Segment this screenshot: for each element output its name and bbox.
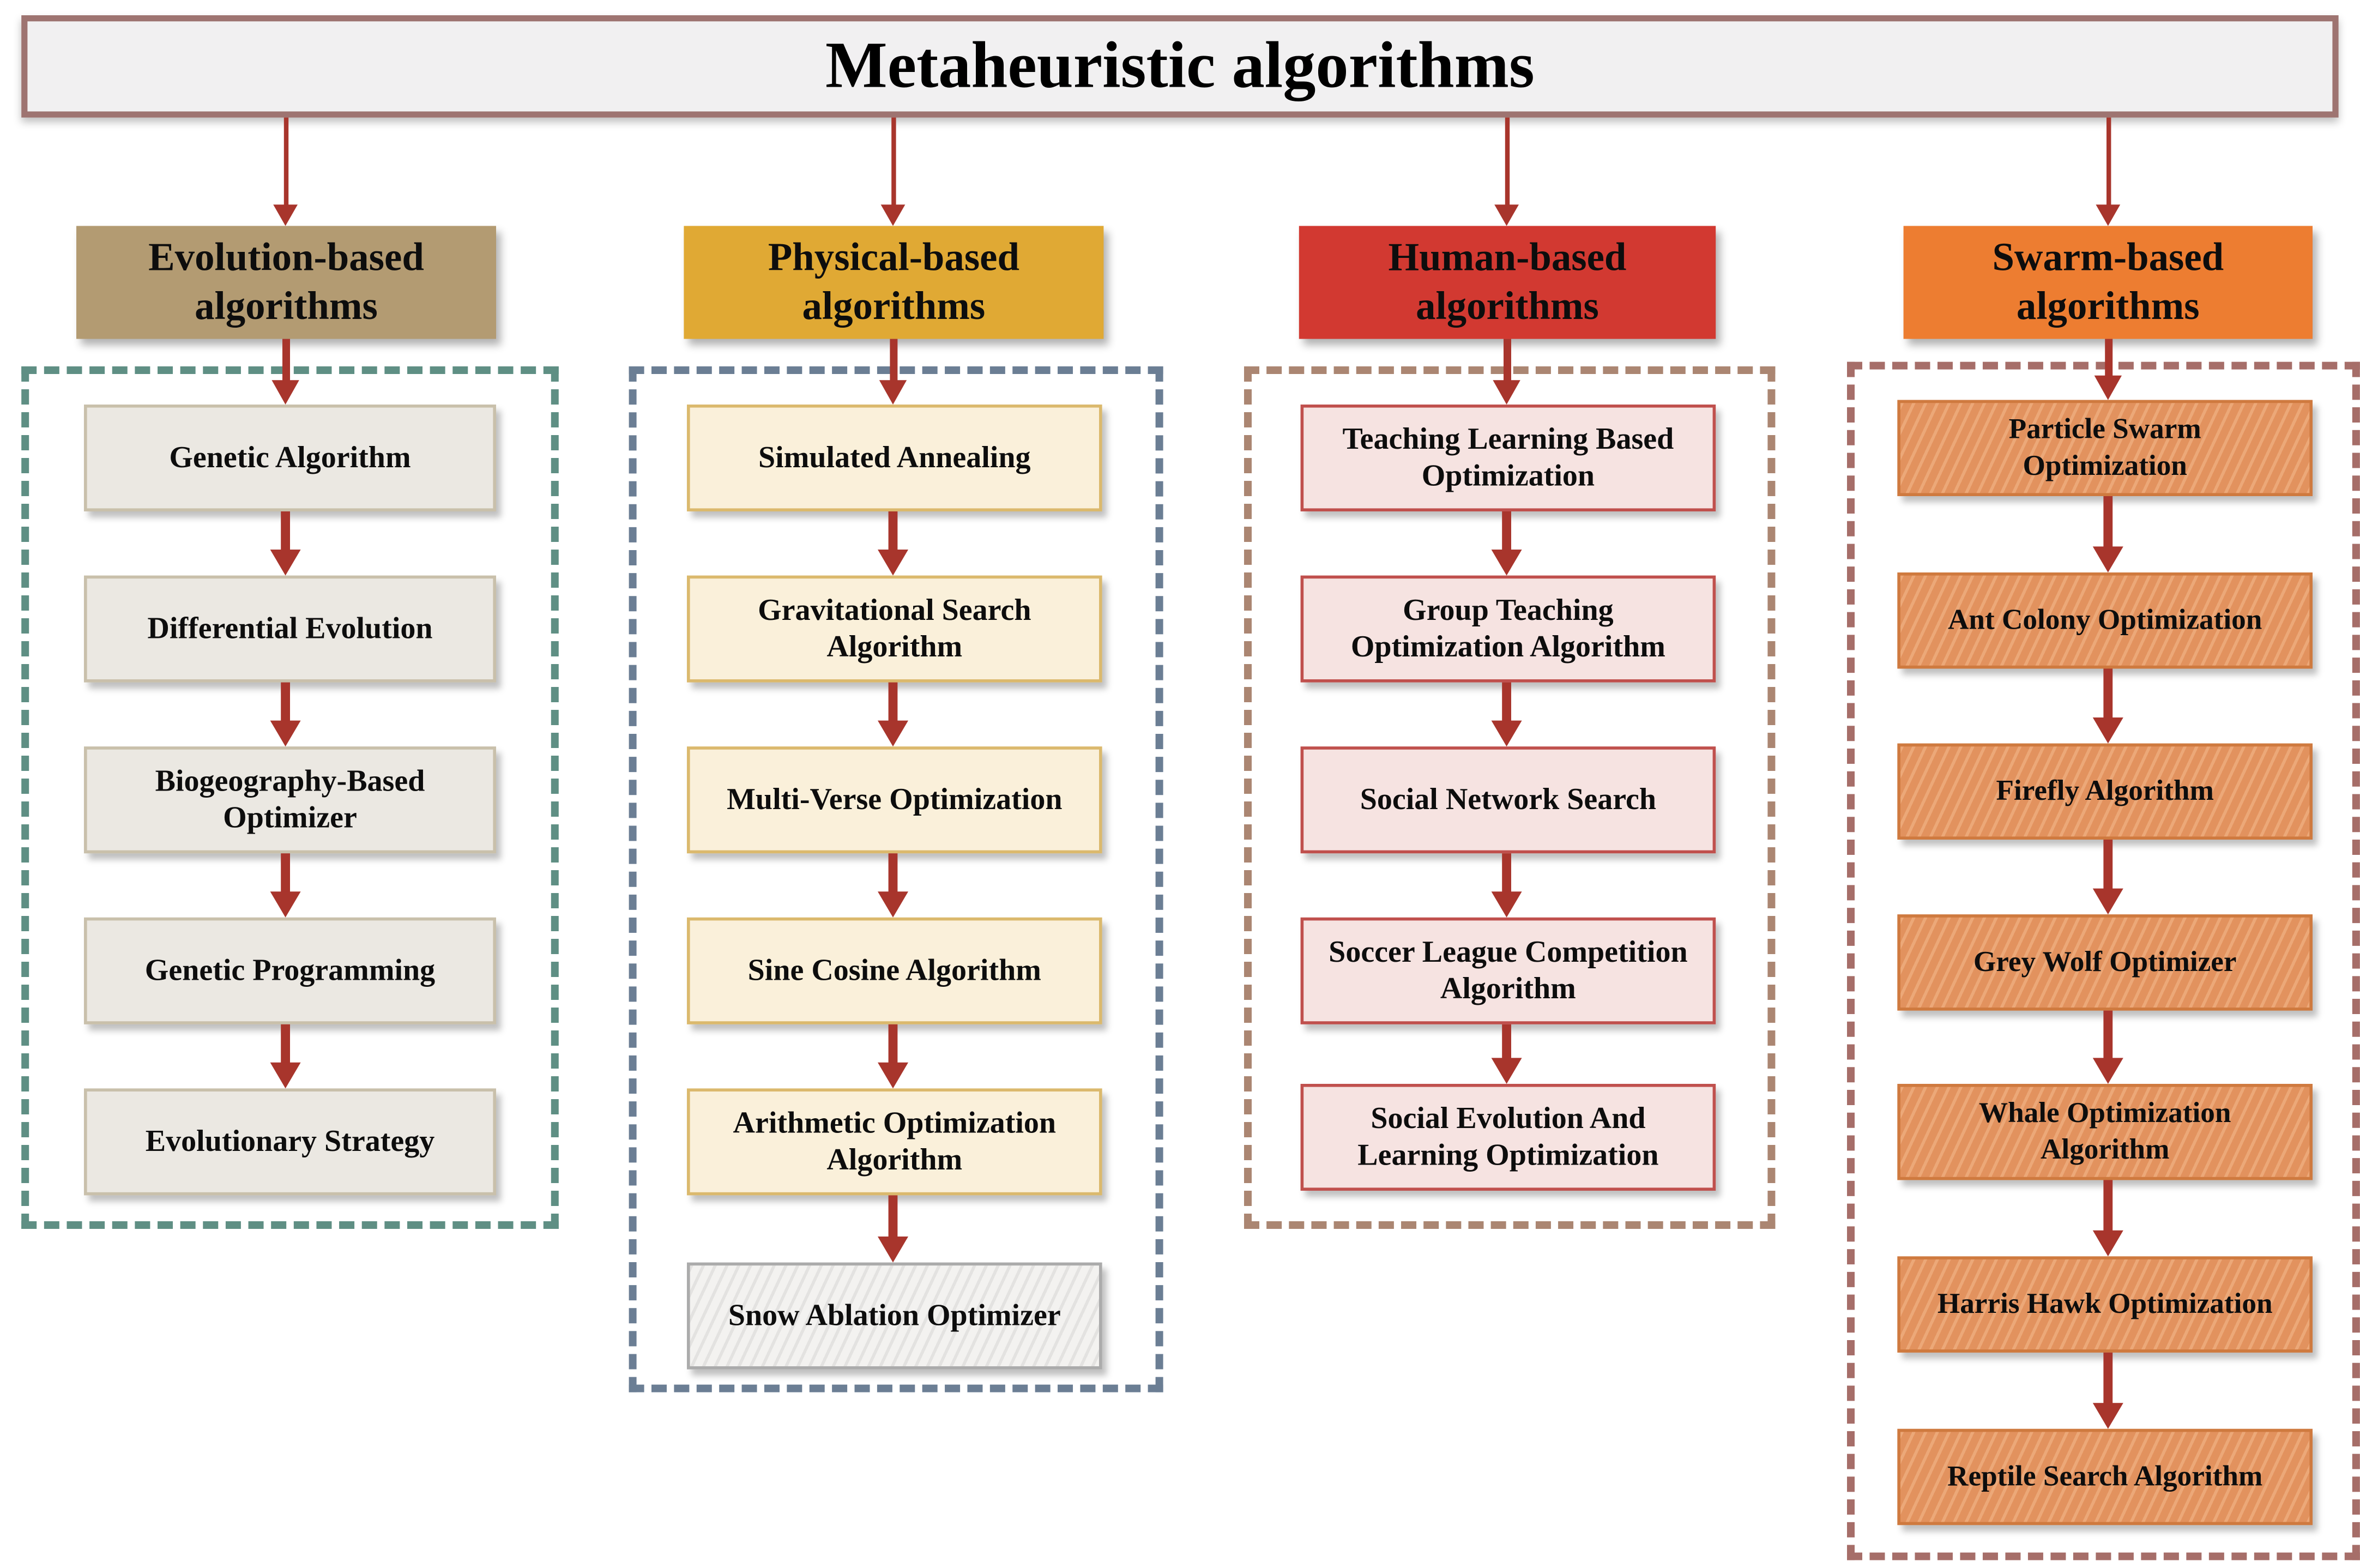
algorithm-box: Group Teaching Optimization Algorithm (1300, 575, 1716, 683)
flow-arrow (888, 853, 898, 893)
flow-arrow (281, 853, 290, 893)
arrowhead-icon (880, 204, 906, 226)
arrowhead-icon (270, 550, 301, 576)
algorithm-box: Teaching Learning Based Optimization (1300, 405, 1716, 511)
category-header-evolution: Evolution-based algorithms (76, 226, 496, 339)
flow-arrow (281, 339, 289, 382)
algorithm-box: Harris Hawk Optimization (1897, 1256, 2313, 1353)
flow-arrow (2103, 496, 2113, 548)
algorithm-box: Evolutionary Strategy (84, 1088, 496, 1196)
algorithm-box: Sine Cosine Algorithm (687, 917, 1102, 1024)
flow-arrow (2104, 339, 2112, 377)
algorithm-box: Differential Evolution (84, 575, 496, 683)
flow-arrow (888, 1195, 898, 1238)
algorithm-box: Grey Wolf Optimizer (1897, 914, 2313, 1011)
category-container-evolution (21, 366, 559, 1229)
flow-arrow (889, 339, 897, 382)
flow-arrow (888, 682, 898, 722)
arrowhead-icon (878, 720, 908, 747)
arrowhead-icon (2092, 1058, 2123, 1084)
algorithm-box: Particle Swarm Optimization (1897, 400, 2313, 496)
arrowhead-icon (1491, 1058, 1522, 1084)
arrowhead-icon (270, 1062, 301, 1089)
arrowhead-icon (1494, 204, 1519, 226)
algorithm-box: Arithmetic Optimization Algorithm (687, 1088, 1102, 1196)
arrowhead-icon (878, 1237, 908, 1263)
arrowhead-icon (2096, 204, 2121, 226)
arrowhead-icon (2092, 888, 2123, 915)
diagram-title: Metaheuristic algorithms (21, 15, 2339, 118)
flow-arrow (281, 1024, 290, 1064)
arrowhead-icon (2092, 1230, 2123, 1257)
arrowhead-icon (270, 891, 301, 918)
arrowhead-icon (1491, 550, 1522, 576)
flow-arrow (2103, 1180, 2113, 1232)
algorithm-box: Multi-Verse Optimization (687, 746, 1102, 854)
algorithm-box: Firefly Algorithm (1897, 743, 2313, 840)
algorithm-box: Genetic Programming (84, 917, 496, 1024)
arrowhead-icon (1491, 720, 1522, 747)
flow-arrow (2103, 1352, 2113, 1404)
flow-arrow (1502, 511, 1511, 551)
flow-arrow (1502, 1024, 1511, 1060)
flow-arrow (1502, 853, 1511, 893)
algorithm-box: Simulated Annealing (687, 405, 1102, 511)
category-header-physical: Physical-based algorithms (684, 226, 1104, 339)
flow-arrow (1504, 117, 1509, 206)
flow-arrow (281, 511, 290, 551)
arrowhead-icon (2092, 717, 2123, 744)
algorithm-box: Social Network Search (1300, 746, 1716, 854)
arrowhead-icon (878, 891, 908, 918)
algorithm-box: Genetic Algorithm (84, 405, 496, 511)
category-header-swarm: Swarm-based algorithms (1903, 226, 2313, 339)
arrowhead-icon (2094, 375, 2122, 400)
category-container-physical (629, 366, 1163, 1392)
arrowhead-icon (878, 1062, 908, 1089)
arrowhead-icon (273, 204, 298, 226)
flow-arrow (888, 511, 898, 551)
flow-arrow (1502, 682, 1511, 722)
flow-arrow (281, 682, 290, 722)
algorithm-box: Gravitational Search Algorithm (687, 575, 1102, 683)
flow-arrow (2103, 668, 2113, 719)
algorithm-box: Whale Optimization Algorithm (1897, 1084, 2313, 1180)
arrowhead-icon (2092, 546, 2123, 572)
algorithm-box: Ant Colony Optimization (1897, 572, 2313, 669)
flow-arrow (2105, 117, 2110, 206)
flow-arrow (2103, 1010, 2113, 1060)
arrowhead-icon (2092, 1403, 2123, 1429)
category-header-human: Human-based algorithms (1299, 226, 1716, 339)
arrowhead-icon (878, 550, 908, 576)
algorithm-box: Social Evolution And Learning Optimizati… (1300, 1084, 1716, 1191)
arrowhead-icon (1491, 891, 1522, 918)
flow-arrow (2103, 840, 2113, 890)
algorithm-box: Biogeography-Based Optimizer (84, 746, 496, 854)
flow-arrow (1502, 339, 1511, 382)
flow-arrow (888, 1024, 898, 1064)
flow-arrow (283, 117, 288, 206)
algorithm-box: Snow Ablation Optimizer (687, 1262, 1102, 1370)
algorithm-box: Soccer League Competition Algorithm (1300, 917, 1716, 1024)
arrowhead-icon (1493, 380, 1520, 405)
flow-arrow (890, 117, 896, 206)
arrowhead-icon (879, 380, 907, 405)
arrowhead-icon (271, 380, 299, 405)
category-container-swarm (1847, 361, 2360, 1560)
arrowhead-icon (270, 720, 301, 747)
algorithm-box: Reptile Search Algorithm (1897, 1428, 2313, 1525)
